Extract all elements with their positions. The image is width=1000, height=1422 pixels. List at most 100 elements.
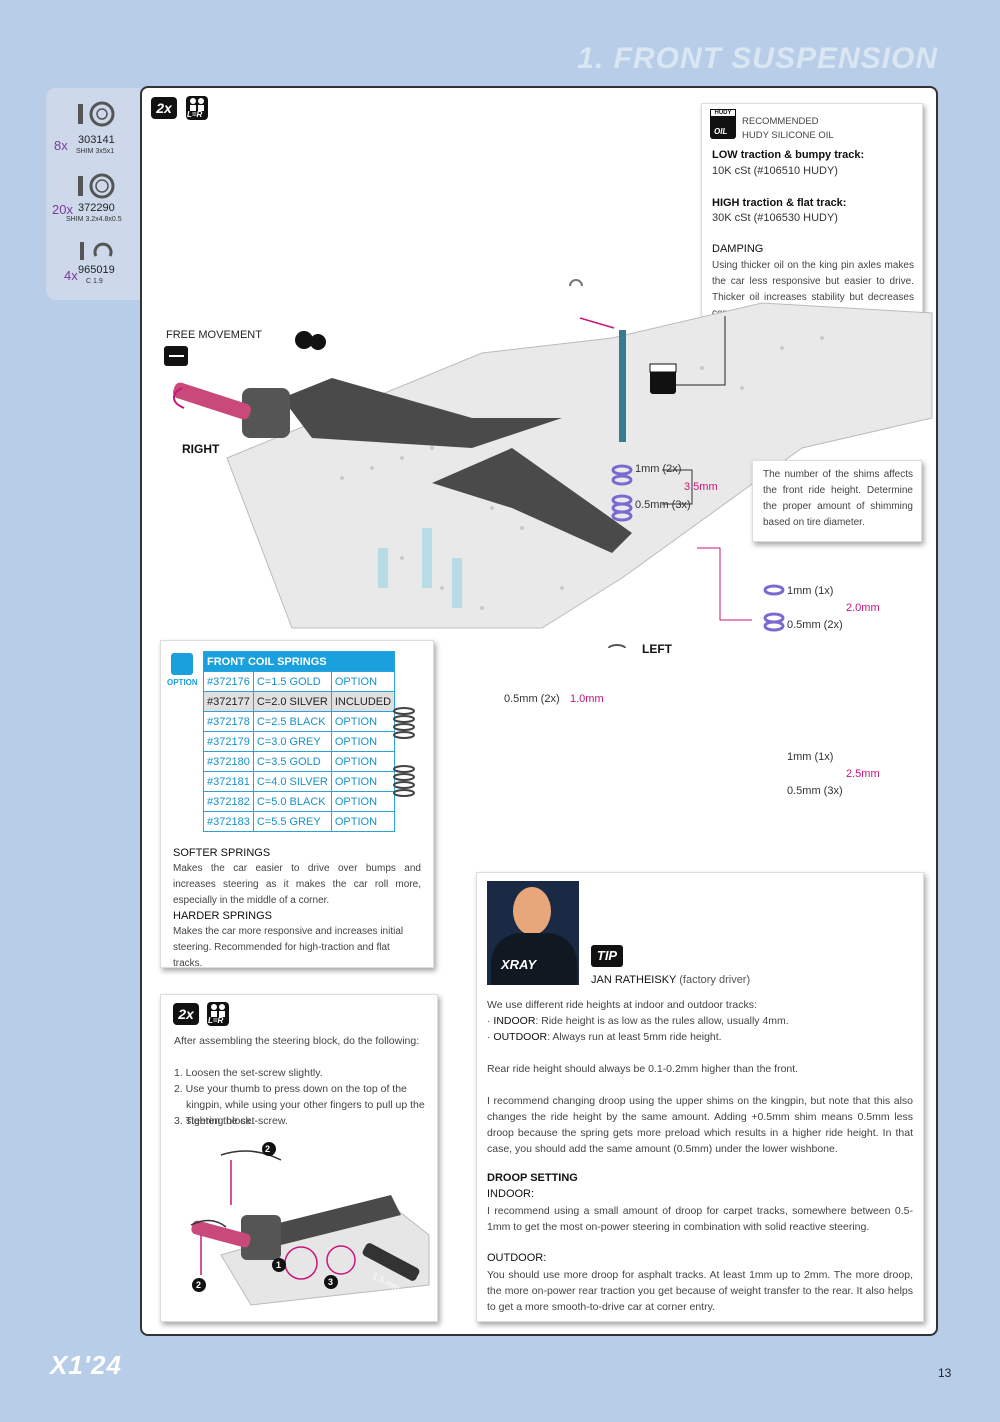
harder-springs-text: Makes the car more responsive and increa… bbox=[173, 926, 404, 969]
recommended-label: RECOMMENDED bbox=[742, 116, 819, 127]
steering-step-2: 2. Use your thumb to press down on the t… bbox=[174, 1083, 425, 1127]
part-desc: C 1.9 bbox=[86, 278, 103, 285]
author-role: (factory driver) bbox=[679, 974, 751, 986]
oil-connector bbox=[672, 316, 726, 386]
part-qty: 20x bbox=[52, 202, 73, 217]
lower-shim-1mm: 1mm (1x) bbox=[787, 751, 834, 763]
section-title: 1. FRONT SUSPENSION bbox=[577, 42, 938, 75]
cell: C=5.5 GREY bbox=[252, 811, 332, 832]
cell: OPTION bbox=[330, 711, 396, 732]
part-desc: SHIM 3.2x4.8x0.5 bbox=[66, 216, 122, 223]
shim-top-1mm: 1mm (2x) bbox=[635, 463, 682, 475]
droop-setting-title: DROOP SETTING bbox=[487, 1172, 578, 1184]
part-qty: 8x bbox=[54, 138, 68, 153]
thumbs-up-icon bbox=[171, 653, 193, 675]
steering-block-box: 2x L=R After assembling the steering blo… bbox=[160, 994, 438, 1322]
callout-3: 3 bbox=[328, 1277, 334, 1287]
right-label: RIGHT bbox=[182, 442, 220, 456]
shim-icon bbox=[78, 101, 115, 127]
cell: C=2.5 BLACK bbox=[252, 711, 332, 732]
tip-droop-paragraph: I recommend changing droop using the upp… bbox=[487, 1095, 913, 1155]
indoor-label: INDOOR bbox=[493, 1015, 536, 1027]
right-shim-total: 2.0mm bbox=[846, 602, 880, 614]
left-right-same-icon: L=R bbox=[207, 1002, 229, 1026]
footer-logo: X1'24 bbox=[50, 1350, 122, 1380]
callout-1: 1 bbox=[276, 1260, 282, 1270]
shim-note-text: The number of the shims affects the fron… bbox=[763, 469, 913, 528]
table-header: FRONT COIL SPRINGS bbox=[202, 651, 396, 672]
front-spring bbox=[608, 644, 626, 648]
damping-title: DAMPING bbox=[712, 243, 764, 255]
parts-panel: 8x 303141 SHIM 3x5x1 20x 372290 SHIM 3.2… bbox=[46, 88, 140, 300]
spring-icon bbox=[393, 707, 415, 739]
part-number: 965019 bbox=[78, 264, 115, 276]
callout-2: 2 bbox=[196, 1280, 202, 1290]
tip-intro: We use different ride heights at indoor … bbox=[487, 999, 757, 1011]
table-header-cell: FRONT COIL SPRINGS bbox=[202, 651, 396, 672]
c-clip-icon bbox=[80, 242, 113, 260]
lower-shim-total: 2.5mm bbox=[846, 768, 880, 780]
cell: OPTION bbox=[330, 771, 396, 792]
high-traction-title: HIGH traction & flat track: bbox=[712, 197, 847, 209]
count-badge: 2x bbox=[173, 1003, 199, 1025]
chassis-plate bbox=[226, 302, 933, 629]
cell: #372178 bbox=[203, 711, 254, 732]
low-traction-title: LOW traction & bumpy track: bbox=[712, 149, 865, 161]
shim-note-box: The number of the shims affects the fron… bbox=[752, 460, 922, 542]
shim-top-05mm: 0.5mm (3x) bbox=[635, 499, 691, 511]
main-frame: 2x L=R HUDY OIL RECOMMENDED HUDY SILICON… bbox=[140, 86, 938, 1336]
suspension-diagram bbox=[164, 279, 933, 648]
cell: #372177 bbox=[203, 691, 254, 712]
cell: C=2.0 SILVER bbox=[252, 691, 332, 712]
tip-rear: Rear ride height should always be 0.1-0.… bbox=[487, 1063, 799, 1075]
cell: #372181 bbox=[203, 771, 254, 792]
cell: OPTION bbox=[330, 731, 396, 752]
count-badge: 2x bbox=[151, 97, 177, 119]
harder-springs-title: HARDER SPRINGS bbox=[173, 910, 273, 922]
cell: #372176 bbox=[203, 671, 254, 692]
driver-photo: XRAY bbox=[487, 881, 579, 985]
outdoor-heading: OUTDOOR: bbox=[487, 1252, 547, 1264]
steering-intro: After assembling the steering block, do … bbox=[174, 1035, 420, 1047]
softer-springs-text: Makes the car easier to drive over bumps… bbox=[173, 863, 421, 906]
cell: #372179 bbox=[203, 731, 254, 752]
page-number: 13 bbox=[938, 1366, 952, 1380]
high-traction-value: 30K cSt (#106530 HUDY) bbox=[712, 212, 838, 224]
xray-logo: XRAY bbox=[501, 957, 537, 972]
part-qty: 4x bbox=[64, 268, 78, 283]
product-label: HUDY SILICONE OIL bbox=[742, 130, 834, 141]
indoor-text: : Ride height is as low as the rules all… bbox=[535, 1015, 789, 1027]
outdoor-droop-text: You should use more droop for asphalt tr… bbox=[487, 1269, 913, 1313]
bottom-shim-label: 0.5mm (2x) bbox=[504, 693, 560, 705]
axle bbox=[173, 382, 251, 420]
c-clip bbox=[569, 279, 583, 287]
cell: C=3.0 GREY bbox=[252, 731, 332, 752]
outdoor-text: : Always run at least 5mm ride height. bbox=[547, 1031, 722, 1043]
steering-step-1: 1. Loosen the set-screw slightly. bbox=[174, 1067, 323, 1079]
chassis-post bbox=[378, 548, 388, 588]
connector-line bbox=[697, 547, 752, 621]
low-traction-value: 10K cSt (#106510 HUDY) bbox=[712, 165, 838, 177]
cell: C=3.5 GOLD bbox=[252, 751, 332, 772]
oil-recommendation-box: HUDY OIL RECOMMENDED HUDY SILICONE OIL L… bbox=[701, 103, 923, 319]
upper-wishbone bbox=[282, 378, 562, 448]
author-name: JAN RATHEISKY bbox=[591, 974, 677, 986]
right-shim-05mm: 0.5mm (2x) bbox=[787, 619, 843, 631]
hudy-oil-icon: HUDY OIL bbox=[710, 109, 736, 139]
part-number: 372290 bbox=[78, 202, 115, 214]
part-desc: SHIM 3x5x1 bbox=[76, 148, 115, 155]
hudy-logo: HUDY bbox=[710, 109, 736, 117]
steering-block bbox=[242, 388, 290, 438]
cell: C=1.5 GOLD bbox=[252, 671, 332, 692]
lower-shim-05mm: 0.5mm (3x) bbox=[787, 785, 843, 797]
shim-bracket bbox=[662, 469, 693, 505]
steering-adjust-diagram bbox=[190, 1142, 430, 1306]
